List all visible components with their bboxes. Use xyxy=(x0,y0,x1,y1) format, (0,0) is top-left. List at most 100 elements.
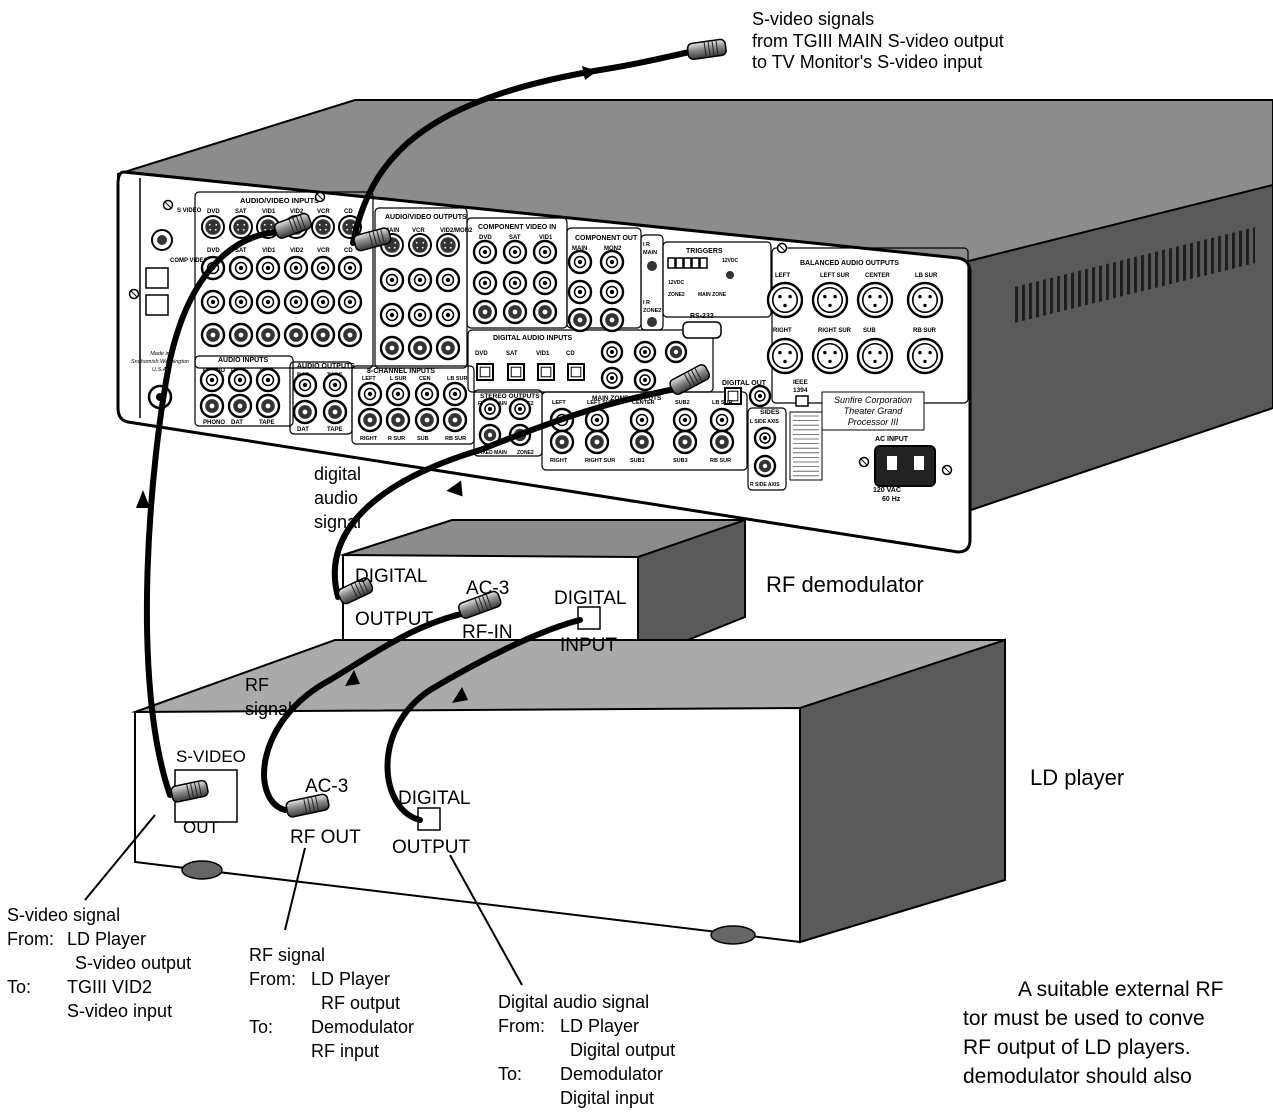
rca-jack-pin xyxy=(424,391,430,397)
rca-jack-pin xyxy=(389,312,395,318)
rca-jack-pin xyxy=(417,312,423,318)
screw-e-slot xyxy=(860,458,868,466)
svideo-pin xyxy=(388,246,391,249)
svideo-top-line-3: to TV Monitor's S-video input xyxy=(752,52,983,73)
svideo-from-1: LD Player xyxy=(67,929,147,949)
ir-main-jack xyxy=(647,261,657,271)
xlr-jack-inner xyxy=(816,342,844,370)
plug-tgiii-digital-in xyxy=(669,364,711,396)
plug-tgiii-vid2 xyxy=(273,212,312,239)
arrow-svideo-out xyxy=(582,66,597,80)
ld-ac3-label: AC-3 xyxy=(305,776,348,797)
rca-jack-pin xyxy=(452,391,458,397)
rca-jack-pin xyxy=(610,376,614,380)
optical-jack-inner xyxy=(570,366,582,378)
side-note-line-4: demodulator should also xyxy=(963,1065,1192,1088)
eight-channel-title: 8-CHANNEL INPUTS xyxy=(367,368,435,375)
xlr-pin xyxy=(873,359,877,364)
av-svideo-col-5: VCR xyxy=(317,209,330,215)
bal-top-1: LEFT xyxy=(775,273,790,279)
ld-output-label: OUTPUT xyxy=(392,837,471,858)
triggers-section xyxy=(662,241,772,318)
rf-signal-line-1: RF xyxy=(245,675,269,695)
mz-bottom-2: RIGHT SUR xyxy=(585,458,615,464)
svideo-pin xyxy=(237,228,240,231)
rca-jack-pin xyxy=(512,249,518,255)
rca-jack-pin xyxy=(763,436,767,440)
demod-ac3-label: AC-3 xyxy=(466,578,509,599)
sides-title: SIDES xyxy=(760,409,780,416)
ac-pin-left xyxy=(887,456,897,470)
brand-line-3: Processor III xyxy=(848,417,899,427)
arrow-digital xyxy=(452,687,468,703)
rca-jack-pin xyxy=(482,309,488,315)
antenna-jack-inner xyxy=(157,235,167,245)
audio-inputs-section xyxy=(194,355,294,427)
trigger-terminal xyxy=(683,257,692,269)
rca-jack-pin xyxy=(610,350,614,354)
ao-col-bottom-2: TAPE xyxy=(327,427,343,433)
svideo-pin xyxy=(449,246,452,249)
svideo-pin xyxy=(242,228,245,231)
cvin-col-3: VID1 xyxy=(539,235,553,241)
rca-jack-pin xyxy=(639,417,645,423)
xlr-pin xyxy=(873,303,877,308)
xlr-pin xyxy=(783,359,787,364)
ieee-label-1: IEEE xyxy=(793,379,808,386)
svideo-to-key: To: xyxy=(7,977,32,997)
rs232-label: RS-232 xyxy=(690,313,714,320)
svideo-jack-inner xyxy=(315,219,331,235)
svideo-pin xyxy=(215,223,218,226)
rca-jack-pin xyxy=(302,382,308,388)
bal-bottom-3: SUB xyxy=(863,328,876,334)
av-comp-col-3: VID1 xyxy=(262,248,276,254)
av-comp-col-2: SAT xyxy=(235,248,247,254)
mz-top-2: LEFT SUR xyxy=(587,400,614,406)
screw-b-slot xyxy=(130,290,138,298)
dai-col-2: SAT xyxy=(506,351,518,357)
rf-signal-callout: RF signal From:LD Player RF output To:De… xyxy=(249,943,414,1063)
av-comp-col-6: CD xyxy=(344,248,353,254)
xlr-pin xyxy=(778,294,782,299)
rca-jack-pin xyxy=(320,332,326,338)
plug-demod-digital-output xyxy=(337,577,374,605)
rca-jack-pin xyxy=(238,265,244,271)
component-video-in-title: COMPONENT VIDEO IN xyxy=(478,224,556,231)
ir-terminal-bottom xyxy=(145,294,169,316)
svideo-top-note: S-video signals from TGIII MAIN S-video … xyxy=(752,9,1004,74)
ch8-bottom-3: SUB xyxy=(417,436,429,442)
svideo-signal-callout: S-video signal From:LD Player S-video ou… xyxy=(7,903,191,1023)
rca-jack-pin xyxy=(417,277,423,283)
xlr-pin xyxy=(778,350,782,355)
svideo-pin xyxy=(345,223,348,226)
rca-jack-pin xyxy=(237,377,243,383)
svideo-pin xyxy=(264,228,267,231)
rca-jack-pin xyxy=(265,403,271,409)
rca-jack-pin xyxy=(609,259,615,265)
rca-jack-pin xyxy=(482,280,488,286)
rca-jack-pin xyxy=(559,439,565,445)
rca-jack-pin xyxy=(293,332,299,338)
xlr-pin xyxy=(833,350,837,355)
demod-digital-input-label-2: INPUT xyxy=(560,635,617,656)
rca-jack-pin xyxy=(594,439,600,445)
cvin-col-2: SAT xyxy=(509,235,521,241)
digital-out-label: DIGITAL OUT xyxy=(722,380,767,387)
rca-jack-pin xyxy=(577,317,583,323)
bal-top-4: LB SUR xyxy=(915,273,938,279)
svideo-pin xyxy=(214,228,217,231)
rca-jack-pin xyxy=(347,332,353,338)
rca-jack-pin xyxy=(209,403,215,409)
rca-jack-pin xyxy=(719,439,725,445)
sides-col-1: L SIDE AXIS xyxy=(750,419,780,425)
av-comp-col-5: VCR xyxy=(317,248,330,254)
trigger-jack xyxy=(726,271,734,279)
ld-digital-label: DIGITAL xyxy=(398,788,471,809)
rca-jack-pin xyxy=(265,332,271,338)
made-in-line-3: U.S.A. xyxy=(152,367,168,373)
mz-top-4: SUB2 xyxy=(675,400,690,406)
cvin-col-1: DVD xyxy=(479,235,492,241)
ch8-top-4: LB SUR xyxy=(447,376,468,382)
rca-jack-pin xyxy=(488,407,492,411)
plug-ld-rf-out xyxy=(285,793,330,818)
